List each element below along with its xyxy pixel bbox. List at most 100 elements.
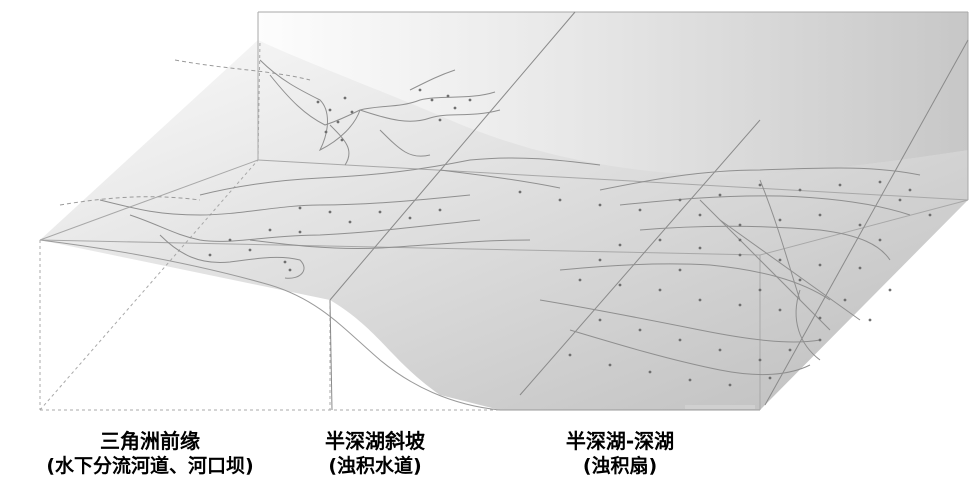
- zone-subtitle: (水下分流河道、河口坝): [46, 455, 254, 477]
- zone-name: 半深湖斜坡: [325, 429, 425, 453]
- sand-dot: [568, 353, 572, 357]
- sand-dot: [228, 238, 232, 242]
- zone-name: 三角洲前缘: [100, 429, 200, 453]
- sand-dot: [438, 208, 442, 212]
- sand-dot: [778, 258, 782, 262]
- sand-dot: [798, 188, 802, 192]
- zone-caption-slope: 半深湖斜坡 (浊积水道): [275, 428, 475, 479]
- sand-dot: [738, 238, 742, 242]
- zone-name: 半深湖-深湖: [565, 429, 675, 453]
- sand-dot: [468, 98, 472, 102]
- sand-dot: [818, 316, 822, 320]
- fan-lobes: [539, 167, 921, 376]
- sand-dot: [698, 298, 702, 302]
- sand-dot: [928, 213, 932, 217]
- sand-dot: [288, 268, 292, 272]
- sand-dot: [718, 348, 722, 352]
- sand-dot: [688, 378, 692, 382]
- slope-channels: [99, 157, 601, 279]
- sand-dot: [858, 266, 862, 270]
- sand-dot: [598, 203, 602, 207]
- sand-dot: [778, 218, 782, 222]
- sand-dot: [418, 88, 422, 92]
- sand-dot: [678, 338, 682, 342]
- sand-dot: [283, 260, 287, 264]
- delta-channels: [259, 59, 501, 166]
- zone-subtitle: (浊积扇): [582, 455, 658, 477]
- sand-dot: [908, 188, 912, 192]
- sand-dot: [698, 246, 702, 250]
- sand-dot: [638, 208, 642, 212]
- sand-dot: [878, 180, 882, 184]
- sand-dot: [658, 238, 662, 242]
- sand-dot: [343, 96, 347, 100]
- sand-dot: [898, 198, 902, 202]
- sand-dot: [618, 243, 622, 247]
- sand-dot: [738, 303, 742, 307]
- sand-dot: [728, 383, 732, 387]
- sand-dot: [598, 258, 602, 262]
- sand-dot: [888, 288, 892, 292]
- sand-dot: [598, 318, 602, 322]
- sand-dot: [438, 118, 442, 122]
- scan-mark: [685, 405, 755, 409]
- sand-dot: [718, 193, 722, 197]
- sand-dot: [578, 278, 582, 282]
- sand-dot: [738, 253, 742, 257]
- sand-dot: [818, 213, 822, 217]
- shelf-surface: [258, 12, 968, 175]
- sand-dots: [208, 88, 932, 387]
- shelf-dashed-lines: [59, 59, 311, 206]
- sand-dot: [638, 328, 642, 332]
- sand-dot: [758, 288, 762, 292]
- sand-dot: [758, 358, 762, 362]
- sand-dot: [248, 248, 252, 252]
- sand-dot: [818, 263, 822, 267]
- sand-dot: [678, 198, 682, 202]
- sand-dot: [328, 210, 332, 214]
- sand-dot: [324, 130, 328, 134]
- sand-dot: [208, 253, 212, 257]
- sand-dot: [858, 223, 862, 227]
- sand-dot: [768, 376, 772, 380]
- slope-profile-line: [39, 239, 760, 411]
- sand-dot: [738, 223, 742, 227]
- sand-dot: [558, 198, 562, 202]
- sand-dot: [798, 278, 802, 282]
- sand-dot: [348, 220, 352, 224]
- sand-dot: [336, 120, 340, 124]
- sand-dot: [430, 98, 434, 102]
- sand-dot: [350, 110, 354, 114]
- sand-dot: [608, 363, 612, 367]
- sand-dot: [678, 268, 682, 272]
- sand-dot: [758, 183, 762, 187]
- sand-dot: [838, 183, 842, 187]
- sand-dot: [298, 230, 302, 234]
- sand-dot: [268, 228, 272, 232]
- sand-dot: [818, 338, 822, 342]
- sand-dot: [788, 348, 792, 352]
- sand-dot: [328, 108, 332, 112]
- sand-dot: [298, 206, 302, 210]
- sand-dot: [868, 318, 872, 322]
- sand-dot: [648, 370, 652, 374]
- zone-caption-deep-lake: 半深湖-深湖 (浊积扇): [500, 428, 740, 479]
- sand-dot: [316, 100, 320, 104]
- sand-dot: [340, 138, 344, 142]
- sand-dot: [878, 238, 882, 242]
- sand-dot: [453, 106, 457, 110]
- sand-dot: [698, 213, 702, 217]
- lake-floor-surface: [40, 40, 968, 410]
- sand-dot: [778, 308, 782, 312]
- sand-dot: [408, 216, 412, 220]
- zone-caption-delta-front: 三角洲前缘 (水下分流河道、河口坝): [0, 428, 300, 479]
- sand-dot: [378, 210, 382, 214]
- sand-dot: [518, 190, 522, 194]
- sand-dot: [618, 283, 622, 287]
- sand-dot: [446, 94, 450, 98]
- zone-boundaries: [329, 11, 969, 411]
- sand-dot: [843, 298, 847, 302]
- sand-dot: [658, 288, 662, 292]
- zone-subtitle: (浊积水道): [328, 455, 422, 477]
